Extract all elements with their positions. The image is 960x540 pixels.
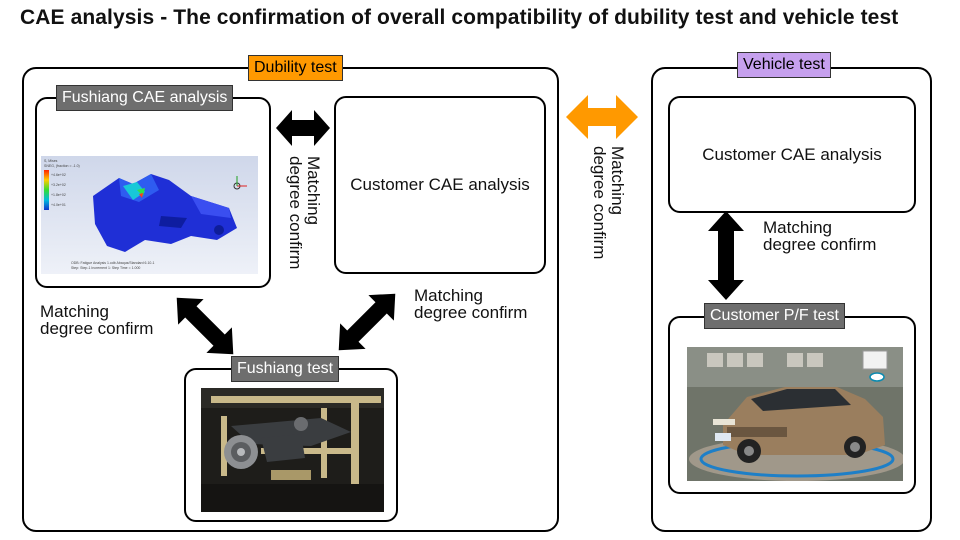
matching-label-vertical-between: Matching degree confirm [590, 146, 627, 260]
svg-text:+3.2e+02: +3.2e+02 [51, 183, 66, 187]
vehicle-matching-label-line2: degree confirm [763, 235, 877, 254]
test-rig-photo [201, 388, 384, 512]
vehicle-matching-label-line1: Matching [763, 218, 832, 237]
fea-stress-plot: S, Mises SNEG, (fraction = -1.0) +4.6e+0… [41, 156, 258, 274]
page-title: CAE analysis - The confirmation of overa… [20, 6, 899, 29]
customer-pf-test-tag: Customer P/F test [704, 303, 845, 329]
svg-text:S, Mises: S, Mises [44, 159, 58, 163]
svg-text:SNEG, (fraction = -1.0): SNEG, (fraction = -1.0) [44, 164, 80, 168]
matching-label-left: Matching degree confirm [40, 303, 153, 337]
svg-text:Step: Step-1 Increment 1: St: Step: Step-1 Increment 1: Step Time = 1.… [71, 266, 140, 270]
customer-cae-label: Customer CAE analysis [350, 175, 530, 194]
car-on-turntable-photo [687, 347, 903, 481]
vehicle-test-tag: Vehicle test [737, 52, 831, 78]
customer-cae-box: Customer CAE analysis [334, 96, 546, 274]
vehicle-matching-label: Matching degree confirm [763, 219, 876, 253]
svg-text:+4.6e+02: +4.6e+02 [51, 173, 66, 177]
fushiang-test-tag: Fushiang test [231, 356, 340, 382]
matching-label-right-line2: degree confirm [414, 303, 528, 322]
matching-label-right: Matching degree confirm [414, 287, 527, 321]
svg-text:ODB: Fatigue Analysis 1.odb A: ODB: Fatigue Analysis 1.odb Abaqus/Stand… [71, 261, 155, 265]
matching-label-vertical-durability: Matching degree confirm [286, 156, 323, 270]
fushiang-cae-tag: Fushiang CAE analysis [56, 85, 234, 111]
matching-label-left-line1: Matching [40, 302, 109, 321]
vehicle-customer-cae-label: Customer CAE analysis [702, 144, 882, 164]
durability-test-tag: Dubility test [248, 55, 343, 81]
svg-text:+1.8e+02: +1.8e+02 [51, 193, 66, 197]
matching-label-left-line2: degree confirm [40, 319, 154, 338]
matching-label-right-line1: Matching [414, 286, 483, 305]
svg-text:+4.0e+01: +4.0e+01 [51, 203, 66, 207]
vehicle-customer-cae-box: Customer CAE analysis [668, 96, 916, 213]
